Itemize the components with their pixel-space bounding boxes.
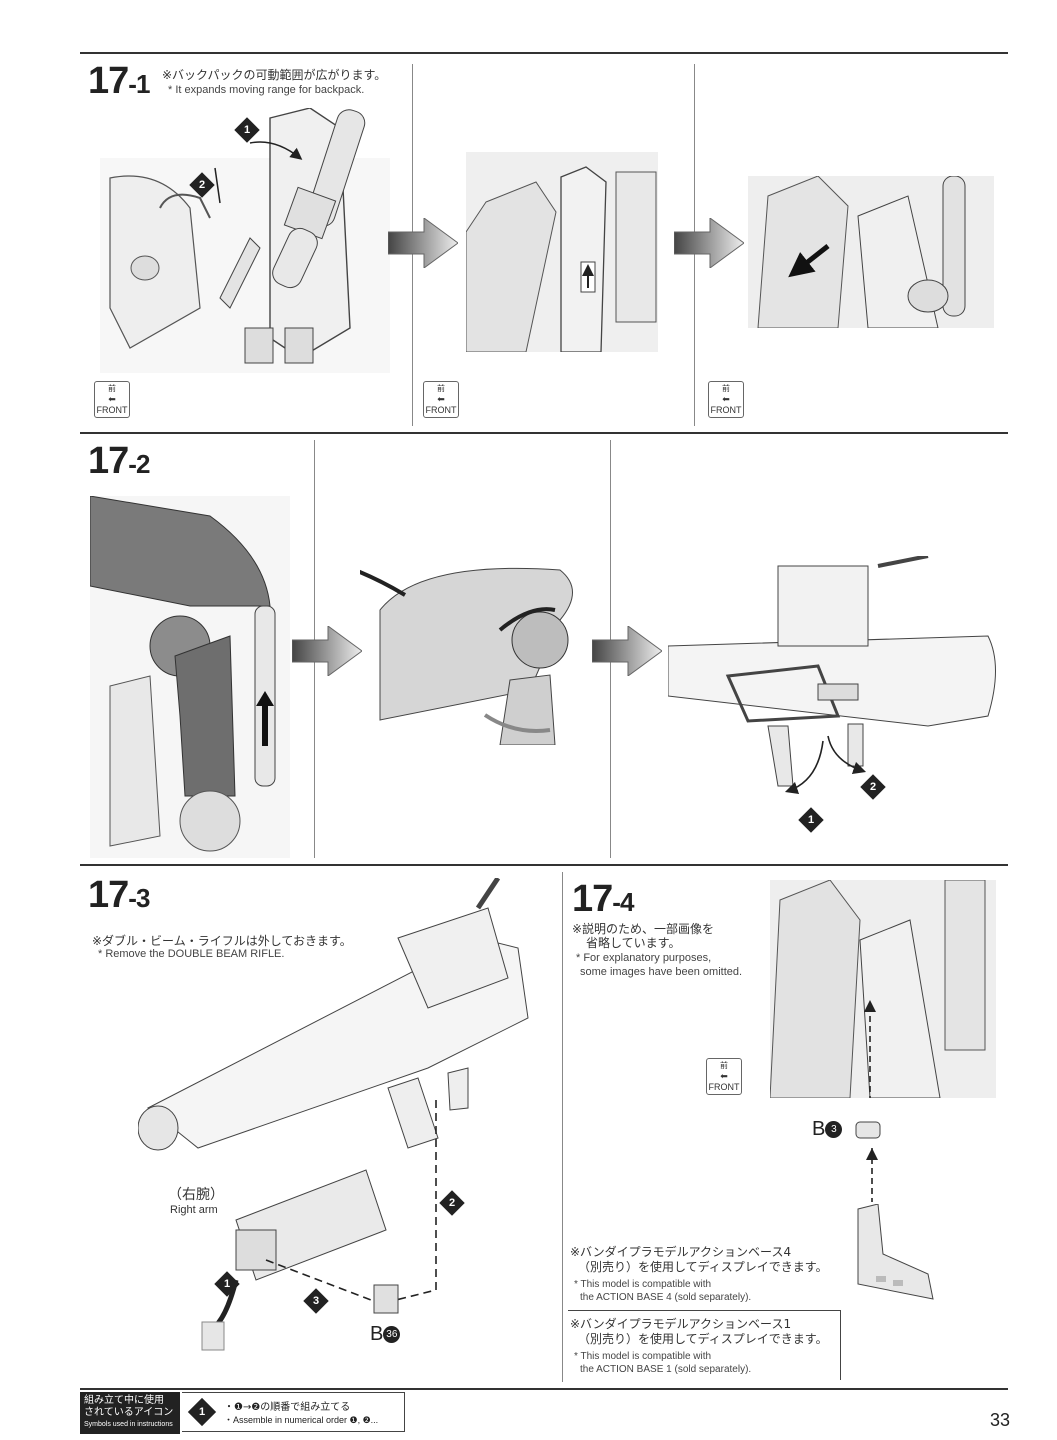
step-17-3-rifle-illustration	[138, 878, 529, 1151]
legend-title-jp-1: 組み立て中に使用	[84, 1395, 164, 1406]
next-step-arrow-4	[592, 626, 662, 676]
step-17-3-right-arm-illustration	[201, 1100, 437, 1351]
next-step-arrow-2	[674, 218, 744, 268]
row2-bottom-rule	[80, 864, 1008, 866]
step-17-3-note-jp: ※ダブル・ビーム・ライフルは外しておきます。	[92, 934, 352, 948]
next-step-arrow-1	[388, 218, 458, 268]
step-sub-number: -4	[612, 887, 634, 917]
legend-desc-en: ・Assemble in numerical order ❶, ❷...	[224, 1415, 379, 1425]
bottom-rule	[80, 1388, 1008, 1390]
action-base-4-en-2: the ACTION BASE 4 (sold separately).	[580, 1292, 752, 1303]
part-b3-illustration	[855, 1121, 881, 1202]
action-base-divider-v	[840, 1310, 841, 1380]
step-17-3-title: 17-3	[88, 874, 150, 917]
right-arm-label-en: Right arm	[170, 1204, 218, 1216]
right-arm-label-jp: （右腕）	[168, 1186, 224, 1202]
front-arrow-icon: ⬅	[108, 394, 116, 404]
step-number: 17	[88, 874, 129, 916]
step-17-2-rifle-illustration	[668, 556, 996, 795]
action-base-1-en-2: the ACTION BASE 1 (sold separately).	[580, 1364, 752, 1375]
step-number: 17	[88, 440, 129, 482]
row3-divider	[562, 872, 563, 1382]
step-17-2-title: 17-2	[88, 440, 150, 483]
front-indicator-2: 前⬅FRONT	[423, 381, 459, 418]
step-17-1-panel-2-illustration	[466, 152, 658, 352]
step-17-1-panel-3-illustration	[748, 176, 994, 328]
front-arrow-icon: ⬅	[722, 394, 730, 404]
step-17-4-note-en-2: some images have been omitted.	[580, 966, 743, 978]
action-base-4-jp-1: ※バンダイプラモデルアクションベース4	[570, 1245, 792, 1259]
top-rule	[80, 52, 1008, 54]
step-17-4-note-en-1: * For explanatory purposes,	[576, 952, 712, 964]
action-base-1-jp-2: （別売り）を使用してディスプレイできます。	[578, 1332, 828, 1346]
step-17-4-note-jp-2: 省略しています。	[586, 936, 681, 950]
action-base-1-en-1: * This model is compatible with	[574, 1351, 712, 1362]
step-17-3-note-en: * Remove the DOUBLE BEAM RIFLE.	[98, 948, 285, 960]
front-arrow-icon: ⬅	[437, 394, 445, 404]
order-icon: 1	[187, 1397, 217, 1427]
step-17-1-backpack-illustration	[100, 108, 390, 373]
page-number: 33	[990, 1410, 1011, 1430]
step-17-4-model-back-illustration	[770, 880, 996, 1098]
step-number: 17	[572, 878, 613, 920]
next-step-arrow-3	[292, 626, 362, 676]
action-base-1-jp-1: ※バンダイプラモデルアクションベース1	[570, 1317, 792, 1331]
row1-bottom-rule	[80, 432, 1008, 434]
front-indicator-4: 前⬅FRONT	[706, 1058, 742, 1095]
action-base-4-en-1: * This model is compatible with	[574, 1279, 712, 1290]
action-base-4-jp-2: （別売り）を使用してディスプレイできます。	[578, 1260, 828, 1274]
legend-desc-jp: ・❶→❷の順番で組み立てる	[224, 1402, 351, 1413]
step-17-1-title: 17-1	[88, 60, 150, 103]
front-arrow-icon: ⬅	[720, 1071, 728, 1081]
action-base-divider	[568, 1310, 840, 1311]
legend-title-en: Symbols used in instructions	[84, 1421, 173, 1428]
step-17-2-arm-rotate-illustration	[360, 567, 573, 745]
step-number: 17	[88, 60, 129, 102]
legend-item: 1 ・❶→❷の順番で組み立てる ・Assemble in numerical o…	[182, 1392, 405, 1432]
step-17-1-note-jp: ※バックパックの可動範囲が広がります。	[162, 68, 387, 82]
action-base-illustration	[857, 1204, 934, 1300]
legend-title-jp-2: されているアイコン	[84, 1407, 174, 1418]
step-17-1-note-en: * It expands moving range for backpack.	[168, 84, 365, 96]
symbols-legend-title: 組み立て中に使用 されているアイコン Symbols used in instr…	[80, 1392, 180, 1434]
step-17-2-shoulder-illustration	[90, 496, 290, 858]
step-17-4-title: 17-4	[572, 878, 634, 921]
step-sub-number: -1	[128, 69, 150, 99]
step-17-4-note-jp-1: ※説明のため、一部画像を	[572, 922, 715, 936]
step-sub-number: -3	[128, 883, 150, 913]
front-indicator-3: 前⬅FRONT	[708, 381, 744, 418]
front-indicator-1: 前⬅FRONT	[94, 381, 130, 418]
step-sub-number: -2	[128, 449, 150, 479]
